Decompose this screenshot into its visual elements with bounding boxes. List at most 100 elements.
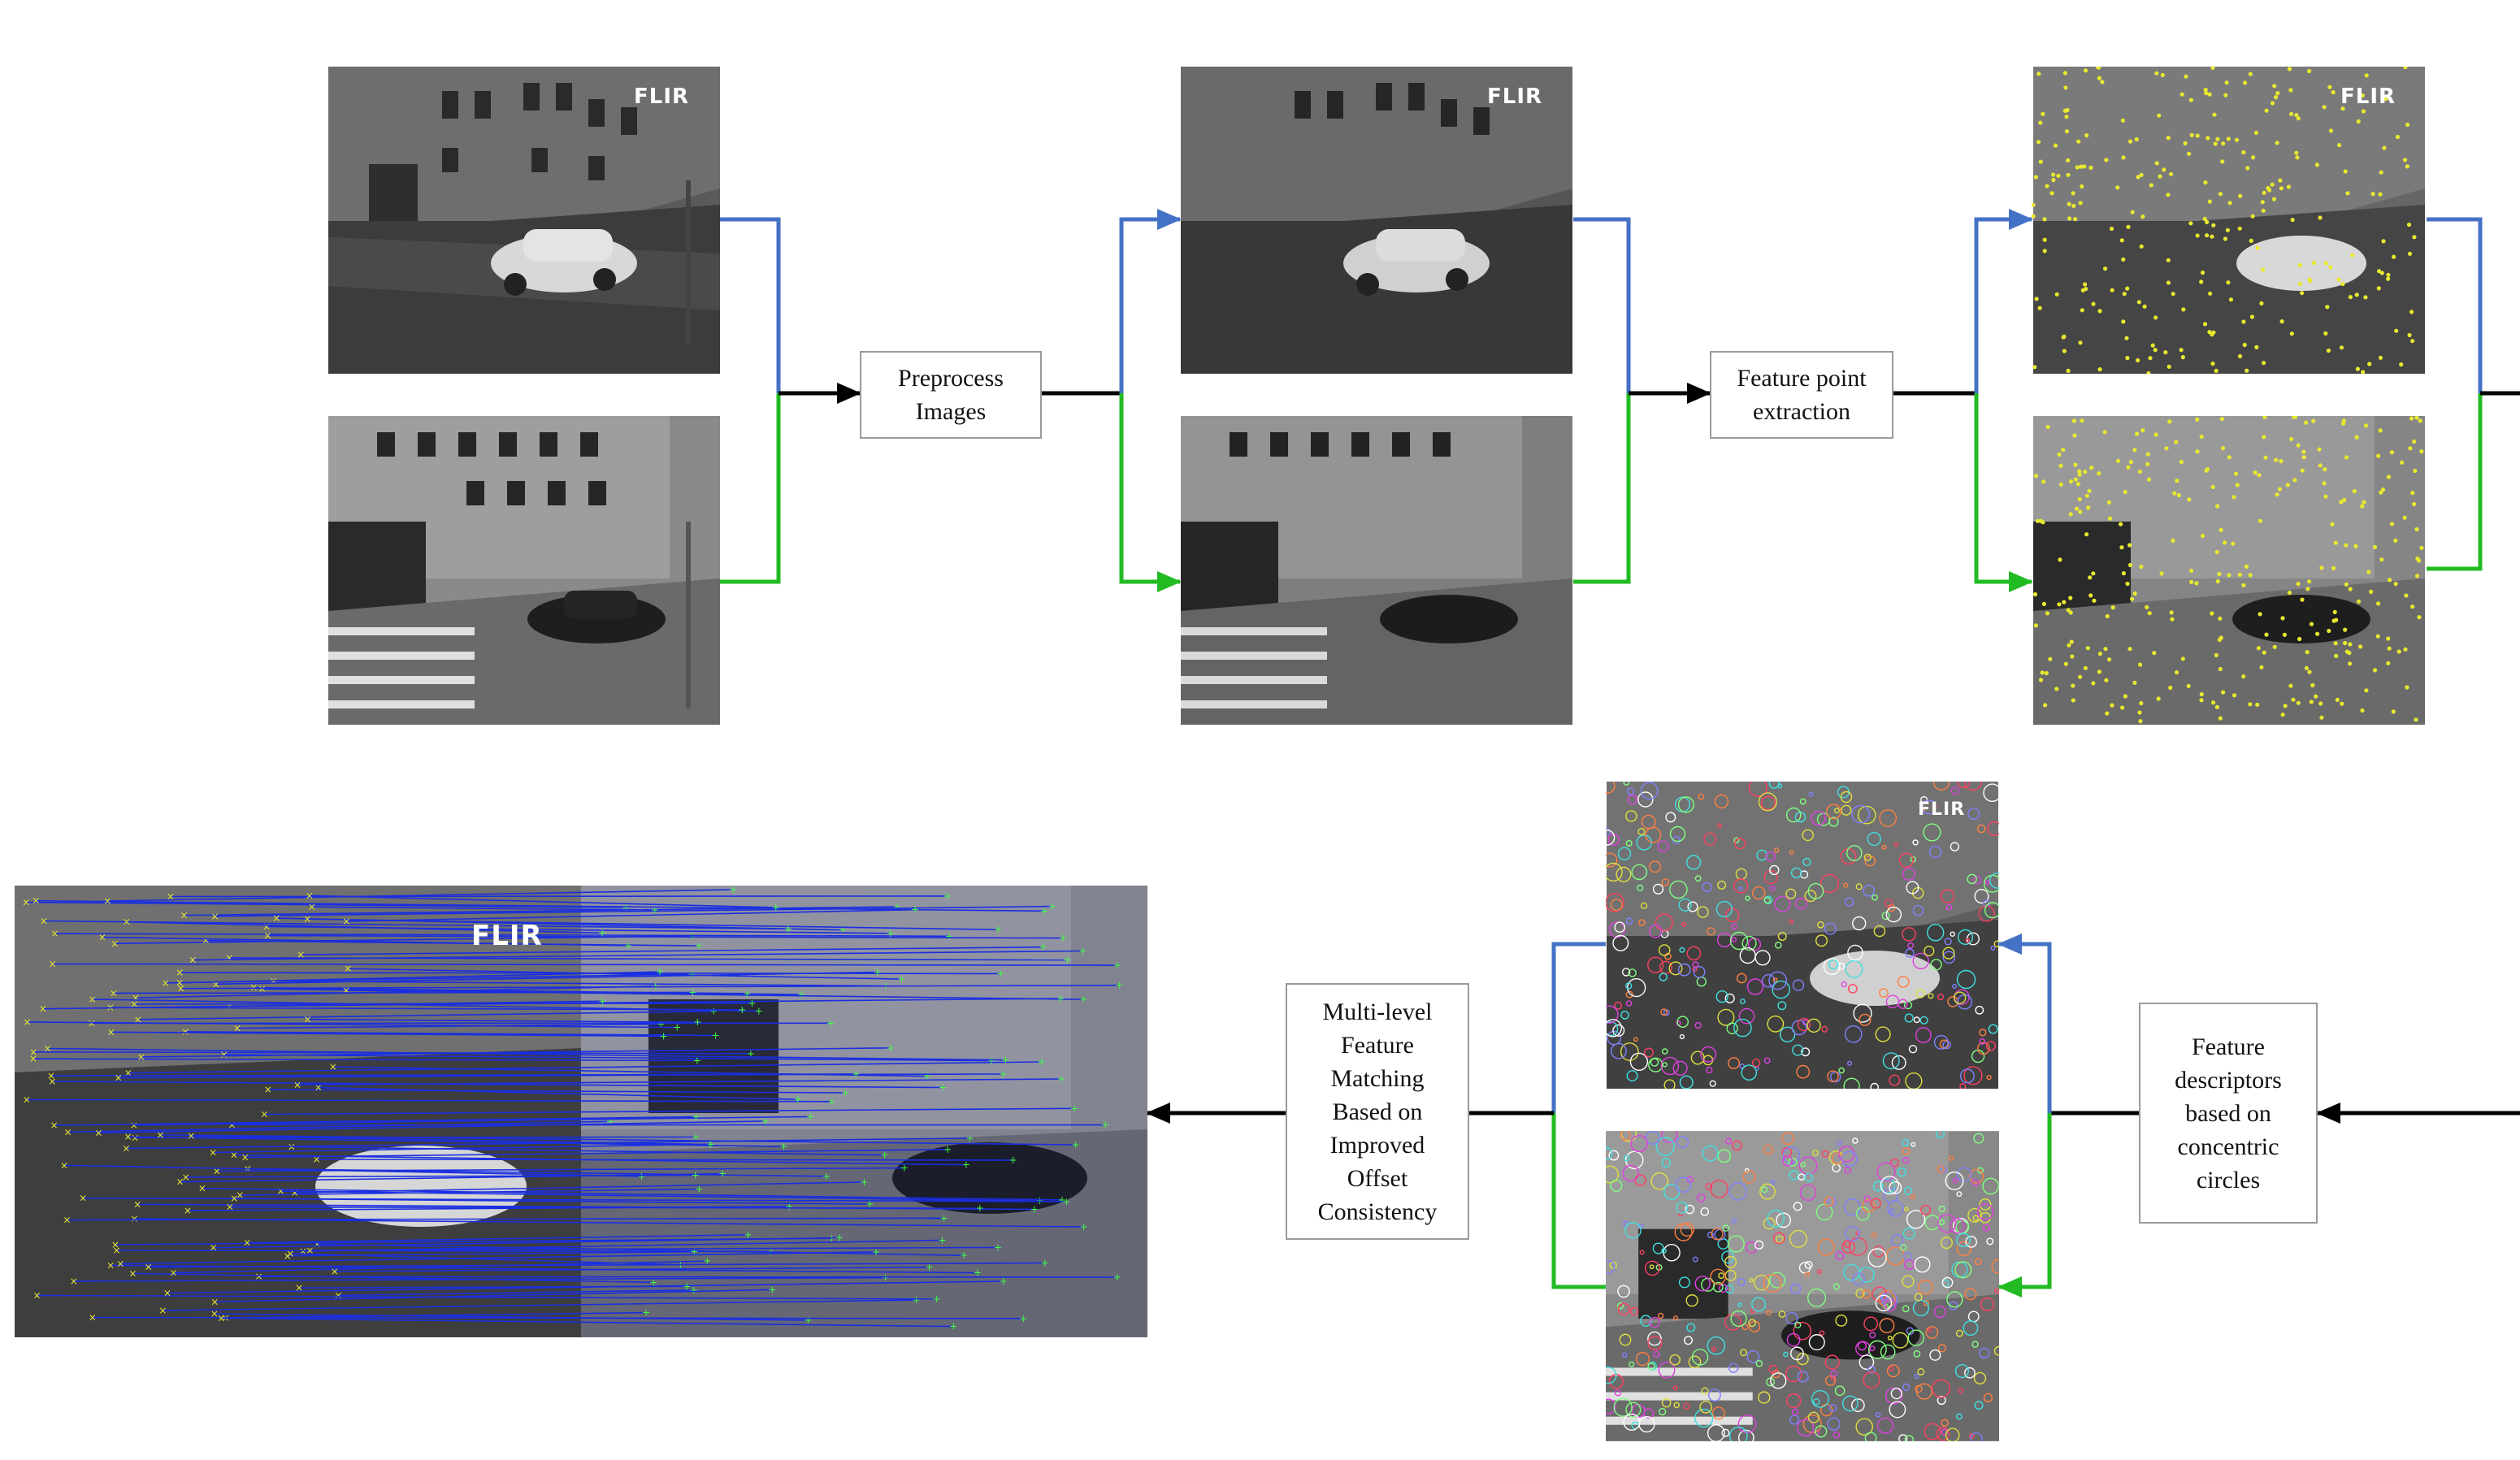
descriptor-circle: [1742, 1170, 1756, 1184]
descriptor-circle: [1606, 1019, 1622, 1038]
descriptor-circle: [1790, 1346, 1804, 1361]
feature-point: [2154, 71, 2159, 76]
feature-point: [2136, 300, 2141, 305]
descriptor-circle: [1625, 1402, 1642, 1418]
feature-point: [2392, 254, 2396, 259]
descriptor-circle: [1786, 1332, 1801, 1347]
descriptor-circle: [1748, 1319, 1756, 1328]
feature-point: [2183, 141, 2188, 145]
descriptor-circle: [1844, 1226, 1860, 1241]
match-line: [127, 1061, 1041, 1074]
feature-point: [2270, 101, 2275, 106]
descriptor-circle: [1775, 1235, 1784, 1244]
descriptor-circle: [1963, 1320, 1979, 1337]
feature-point: [2340, 701, 2344, 706]
feature-point: [2232, 693, 2237, 698]
match-point-marker: +: [887, 1042, 895, 1054]
feature-point: [2068, 610, 2073, 615]
descriptor-circle: [1727, 1235, 1745, 1253]
descriptor-circle: [1872, 1181, 1884, 1192]
feature-point: [2250, 214, 2255, 219]
match-point-marker: ×: [262, 921, 271, 932]
feature-point: [2121, 319, 2126, 324]
feature-point: [2145, 461, 2150, 466]
descriptor-circle: [1739, 947, 1756, 964]
descriptor-circle: [1933, 1034, 1949, 1050]
feature-point: [2042, 217, 2047, 222]
feature-point: [2073, 217, 2078, 222]
feature-point: [2310, 682, 2315, 687]
descriptor-circle: [1610, 899, 1623, 912]
feature-point: [2245, 368, 2249, 373]
descriptor-circle: [1893, 842, 1899, 847]
descriptor-circle: [1669, 880, 1688, 899]
descriptor-circle: [1765, 851, 1776, 862]
match-point-marker: ×: [241, 1152, 249, 1163]
match-line: [298, 1285, 687, 1289]
feature-point: [2083, 68, 2088, 73]
descriptor-circle: [1912, 839, 1919, 846]
descriptor-circle: [1819, 1330, 1825, 1336]
descriptor-circle: [1902, 1157, 1910, 1164]
feature-point: [2038, 518, 2043, 523]
descriptor-circle: [1957, 929, 1974, 945]
match-point-marker: +: [860, 1176, 868, 1188]
match-line: [178, 971, 659, 984]
match-point-marker: ×: [44, 1043, 52, 1055]
descriptor-circle: [1630, 1134, 1648, 1153]
descriptor-circle: [1783, 1351, 1789, 1358]
feature-point: [2110, 703, 2114, 708]
match-point-marker: ×: [23, 1094, 31, 1105]
descriptor-circle: [1876, 1417, 1893, 1434]
descriptor-circle: [1941, 1276, 1954, 1289]
feature-point: [2331, 90, 2336, 95]
feature-point: [2414, 526, 2419, 532]
feature-point: [2294, 113, 2299, 118]
feature-point: [2054, 687, 2059, 691]
descriptor-circle: [1794, 1321, 1802, 1329]
descriptor-circle: [1891, 1055, 1906, 1070]
descriptor-circle: [1927, 1328, 1932, 1333]
feature-point: [2097, 652, 2102, 656]
descriptor-circle: [1652, 1242, 1664, 1254]
match-point-marker: ×: [342, 916, 350, 927]
feature-point: [2135, 431, 2140, 436]
feature-point: [2410, 339, 2415, 344]
descriptor-circle: [1844, 1240, 1852, 1248]
match-line: [306, 918, 998, 930]
match-point-marker: +: [688, 968, 696, 980]
descriptor-circle: [1769, 1272, 1786, 1289]
match-point-marker: +: [994, 924, 1002, 935]
descriptor-circle: [1959, 1083, 1967, 1089]
match-point-marker: ×: [230, 1150, 238, 1161]
feature-point: [2037, 305, 2042, 310]
feature-point: [2115, 458, 2121, 463]
descriptor-circle: [1904, 1013, 1914, 1023]
feature-point: [2327, 628, 2331, 634]
descriptor-circle: [1812, 1397, 1820, 1406]
match-point-marker: ×: [98, 932, 106, 943]
descriptor-circle: [1679, 1075, 1694, 1089]
match-point-marker: +: [996, 968, 1004, 979]
descriptor-circle: [1792, 1044, 1804, 1056]
match-point-marker: +: [1001, 1055, 1009, 1066]
descriptor-circle: [1978, 1347, 1990, 1358]
feature-point: [2199, 698, 2204, 703]
feature-point: [2082, 164, 2087, 169]
match-point-marker: ×: [212, 978, 220, 990]
match-point-marker: ×: [295, 1282, 303, 1293]
descriptor-circle: [1889, 1074, 1901, 1086]
feature-point: [2296, 700, 2301, 705]
descriptor-circle: [1956, 969, 1976, 990]
match-point-marker: ×: [243, 1237, 251, 1249]
feature-point: [2058, 557, 2062, 562]
feature-point: [2249, 314, 2254, 319]
feature-point: [2195, 449, 2200, 454]
matching-result-image: ×+×+×+×+×+×+×+×+×+×+×+×+×+×+×+×+×+×+×+×+…: [15, 886, 1147, 1337]
feature-point: [2097, 76, 2101, 80]
feature-point: [2382, 145, 2387, 150]
descriptor-circle: [1932, 1379, 1950, 1398]
feature-point: [2408, 446, 2413, 451]
feature-point: [2323, 261, 2328, 266]
feature-point: [2163, 350, 2168, 355]
